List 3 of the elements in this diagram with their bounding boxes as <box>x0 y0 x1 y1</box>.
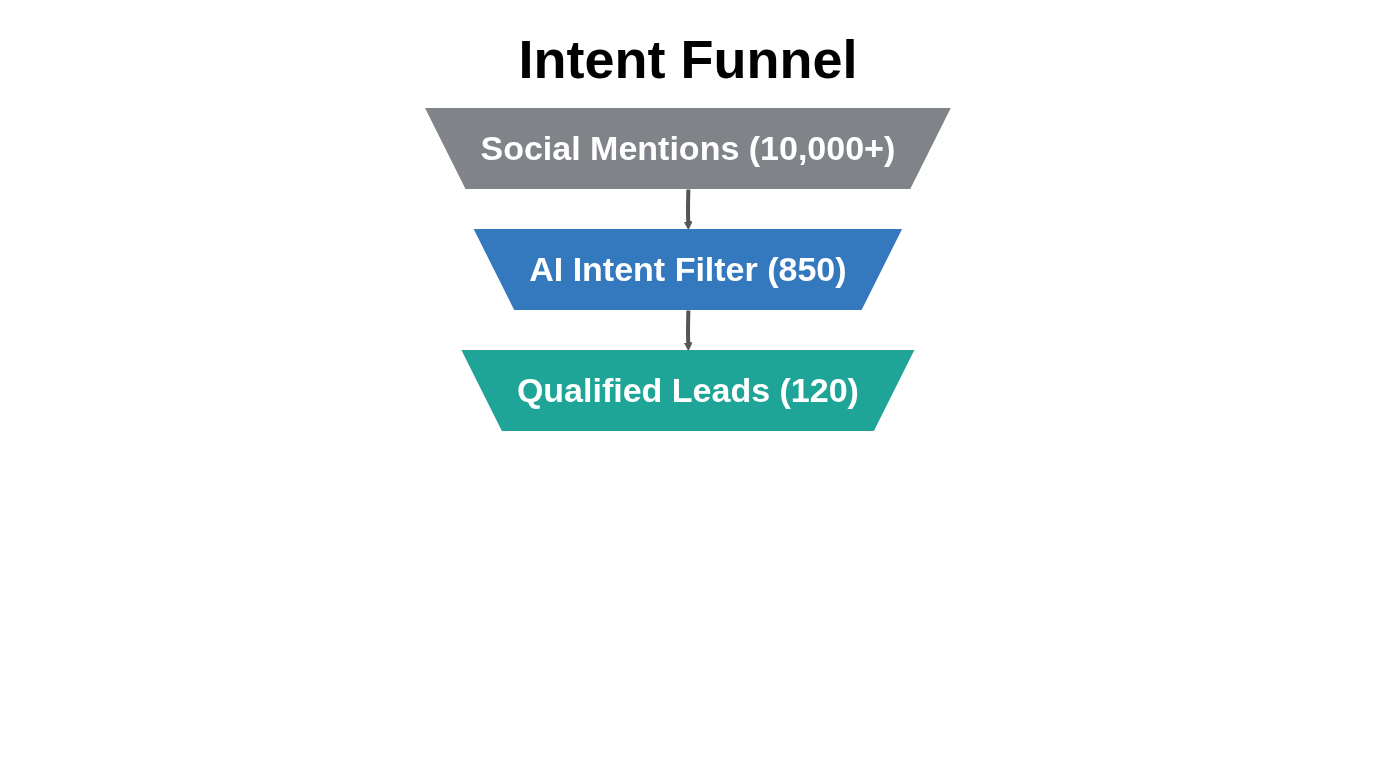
arrow <box>683 189 693 230</box>
arrow <box>683 310 693 351</box>
diagram-title: Intent Funnel <box>517 28 859 90</box>
